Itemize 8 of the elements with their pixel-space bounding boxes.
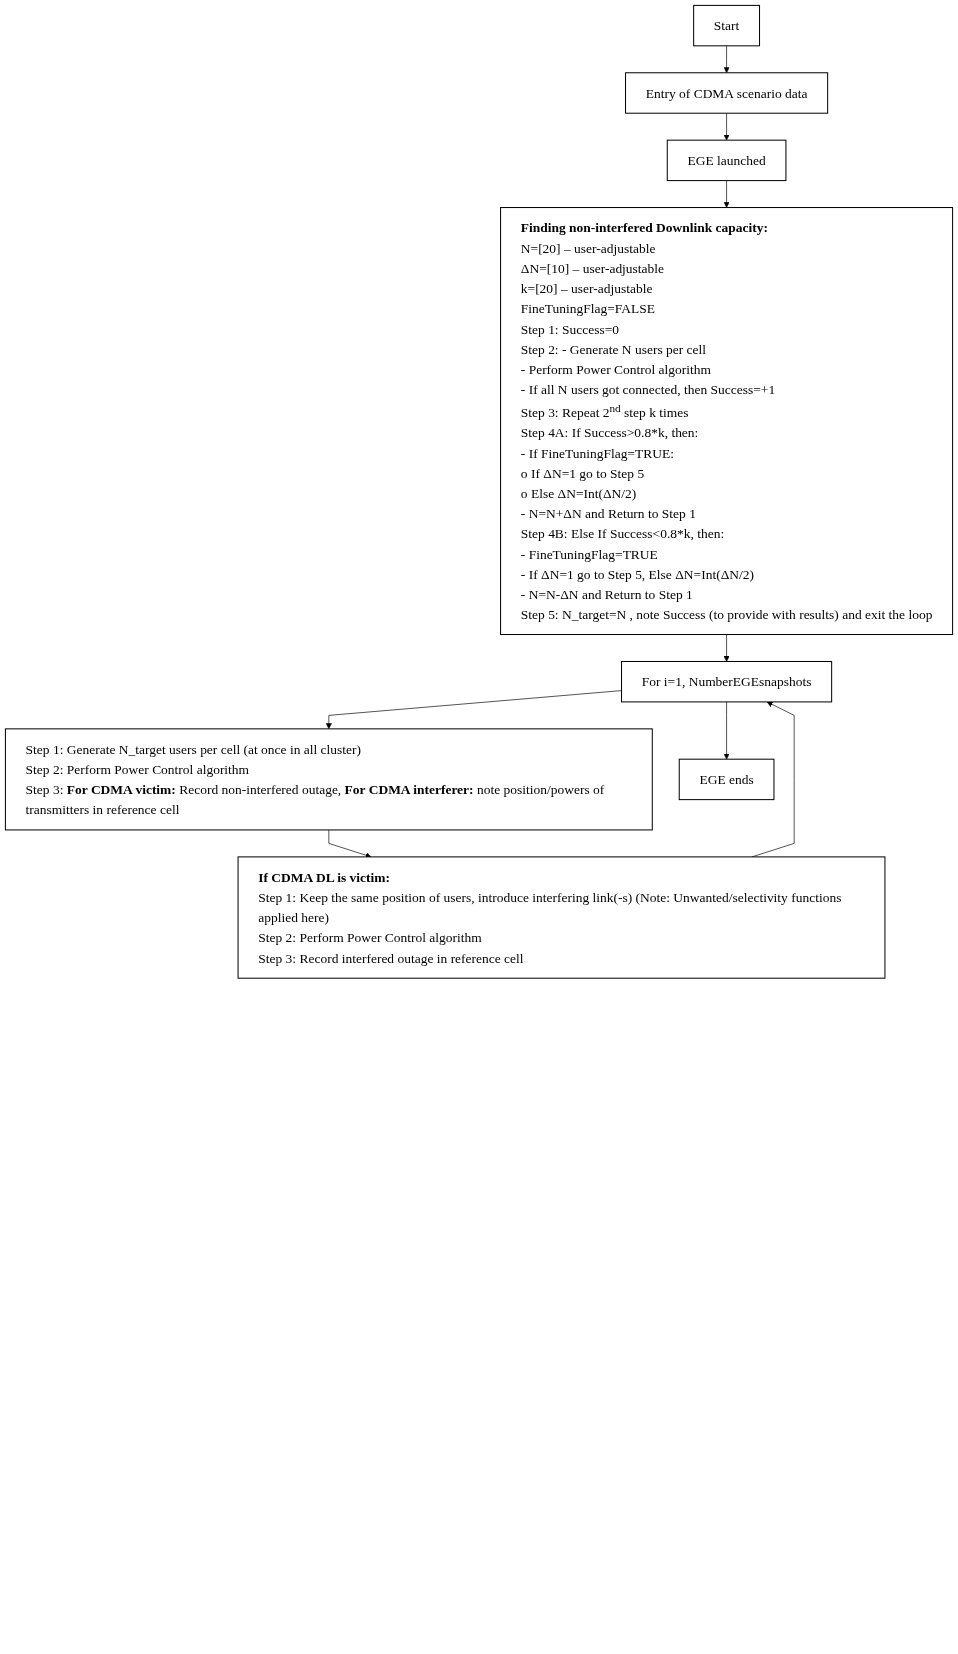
node-box: EGE launched (666, 139, 787, 182)
node-box: EGE ends (678, 758, 775, 801)
node-box: If CDMA DL is victim: Step 1: Keep the same position of users, introduce interfering link(-s) (Note: Unwanted/selectivity functions applied here) Step 2: Perform Power Control algorithm Step 3: Record interfered outage in reference cell (237, 856, 886, 979)
node-box: Start (693, 4, 761, 47)
node-box: Entry of CDMA scenario data (625, 72, 829, 114)
node-box: Finding non-interfered Downlink capacity: N=[20] – user-adjustable ΔN=[10] – user-adjustable k=[20] – user-adjustable FineTuningFlag=FALSE Step 1: Success=0 Step 2: - Generate N users per cell - Perform Power Control algorithm - If all N users got connected, then Success=+1 Step 3: Repeat 2$^{nd}$ step k times Step 4A: If Success>0.8*k, then: - If FineTuningFlag=TRUE: o If ΔN=1 go to Step 5 o Else ΔN=Int(ΔN/2) - N=N+ΔN and Return to Step 1 Step 4B: Else If Success<0.8*k, then: - FineTuningFlag=TRUE - If ΔN=1 go to Step 5, Else ΔN=Int(ΔN/2) - N=N-ΔN and Return to Step 1 Step 5: N_target=N , note Success (to provide with results) and exit the loop (500, 207, 954, 636)
node-box: Step 1: Generate N_target users per cell (at once in all cluster) Step 2: Perform Power Control algorithm Step 3: For CDMA victim: Record non-interfered outage, For CDMA interferer: note position/powers of transmitters in reference cell (4, 728, 653, 831)
node-box: For i=1, NumberEGEsnapshots (621, 660, 833, 703)
